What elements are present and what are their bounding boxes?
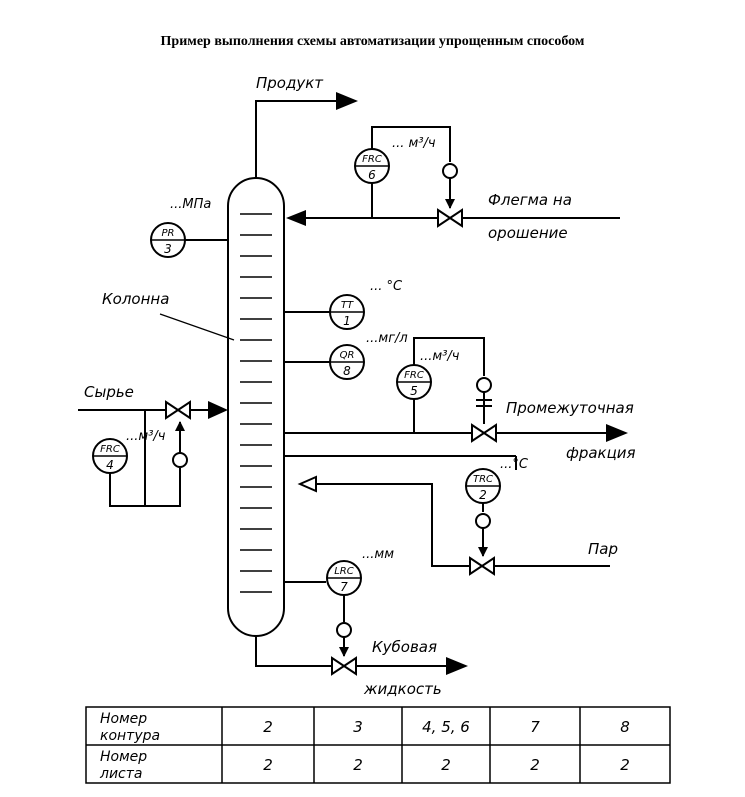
column-trays [240, 213, 272, 593]
table-cell: 2 [353, 756, 363, 774]
instrument-lrc7: LRC 7 [326, 560, 362, 596]
svg-text:FRC: FRC [100, 444, 120, 455]
intermediate-label-1: Промежуточная [506, 399, 634, 417]
table-head-circuit-2: контура [100, 728, 160, 744]
table-cell: 2 [441, 756, 451, 774]
svg-text:4: 4 [106, 458, 114, 472]
table-cell: 2 [263, 718, 273, 736]
bottoms-label-2: жидкость [363, 680, 442, 698]
product-arrow [336, 92, 358, 110]
svg-text:2: 2 [479, 488, 487, 502]
intermediate-label-2: фракция [566, 444, 636, 462]
instrument-pr3: PR 3 [150, 222, 186, 258]
bottoms-valve-icon [331, 656, 357, 676]
page-title: Пример выполнения схемы автоматизации уп… [160, 34, 585, 49]
pr3-unit: ...МПа [170, 197, 211, 212]
svg-text:7: 7 [340, 580, 348, 594]
instrument-frc6: FRC 6 [354, 148, 390, 184]
table-cell: 3 [353, 718, 363, 736]
table-cell: 2 [620, 756, 630, 774]
distillation-column [227, 177, 285, 637]
reflux-label-1: Флегма на [488, 191, 572, 209]
svg-text:LRC: LRC [334, 566, 354, 577]
svg-text:QR: QR [340, 350, 355, 361]
feed-arrow [208, 401, 228, 419]
frc6-unit: ... м³/ч [392, 136, 436, 151]
bottoms-label-1: Кубовая [372, 638, 437, 656]
instrument-qr8: QR 8 [329, 344, 365, 380]
qr8-unit: ...мг/л [366, 331, 408, 346]
trc2-unit: ...°С [500, 457, 529, 472]
tt1-unit: ... °С [370, 279, 403, 294]
instrument-trc2: TRC 2 [465, 468, 501, 504]
bottoms-line [255, 636, 450, 667]
svg-text:6: 6 [368, 168, 376, 182]
steam-valve-icon [469, 556, 495, 576]
table-cell: 7 [530, 718, 540, 736]
instrument-frc5: FRC 5 [396, 364, 432, 400]
svg-text:1: 1 [343, 314, 351, 328]
table-cell: 8 [620, 718, 630, 736]
svg-text:TRC: TRC [473, 474, 493, 485]
svg-text:FRC: FRC [404, 370, 424, 381]
reflux-valve-icon [437, 208, 463, 228]
steam-label: Пар [588, 540, 618, 558]
instrument-frc4: FRC 4 [92, 438, 128, 474]
steam-line [302, 483, 610, 567]
frc4-unit: ...м³/ч [126, 429, 166, 444]
reference-table [85, 706, 671, 784]
bottoms-arrow [446, 657, 468, 675]
reflux-label-2: орошение [488, 224, 568, 242]
feed-valve-icon [165, 400, 191, 420]
feed-label: Сырье [84, 383, 134, 401]
svg-text:TT: TT [341, 300, 354, 311]
intermediate-valve-icon [471, 423, 497, 443]
instrument-tt1: TT 1 [329, 294, 365, 330]
intermediate-arrow [606, 424, 628, 442]
svg-text:PR: PR [162, 228, 175, 239]
product-label: Продукт [256, 74, 324, 92]
table-head-sheet-2: листа [99, 766, 142, 782]
table-cell: 2 [263, 756, 273, 774]
lrc7-unit: ...мм [362, 547, 394, 562]
table-cell: 2 [530, 756, 540, 774]
reflux-arrow [286, 210, 306, 226]
table-head-circuit-1: Номер [100, 711, 147, 727]
svg-text:8: 8 [343, 364, 351, 378]
svg-text:3: 3 [164, 242, 172, 256]
svg-text:FRC: FRC [362, 154, 382, 165]
product-line [255, 100, 340, 178]
table-head-sheet-1: Номер [100, 749, 147, 765]
column-label-leader [159, 313, 235, 341]
column-label: Колонна [102, 290, 169, 308]
table-cell: 4, 5, 6 [422, 718, 470, 736]
svg-text:5: 5 [410, 384, 418, 398]
frc5-unit: ...м³/ч [420, 349, 460, 364]
